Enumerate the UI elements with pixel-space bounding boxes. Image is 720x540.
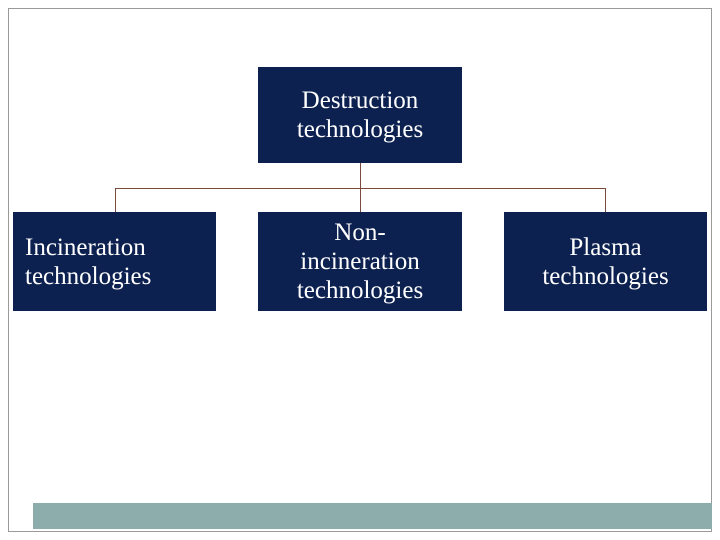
diagram-node-label: Incineration technologies (25, 233, 210, 291)
diagram-node-label: Destruction technologies (264, 86, 456, 144)
node-label-line-2: technologies (542, 262, 669, 290)
connector-drop-right (605, 188, 606, 212)
diagram-node-incineration-technologies[interactable]: Incineration technologies (13, 212, 216, 311)
diagram-node-non-incineration-technologies[interactable]: Non- incineration technologies (258, 212, 462, 311)
node-label-line-2: technologies (25, 262, 152, 290)
diagram-node-plasma-technologies[interactable]: Plasma technologies (504, 212, 707, 311)
node-label-line-3: technologies (296, 277, 424, 304)
node-label-line-2: incineration (300, 248, 420, 275)
diagram-node-label: Non- incineration technologies (264, 218, 456, 305)
node-label-line-1: Incineration (25, 233, 146, 261)
node-label-line-1: Plasma (569, 233, 642, 261)
node-label-line-1: Non- (334, 219, 386, 246)
connector-drop-left (115, 188, 116, 212)
diagram-node-destruction-technologies[interactable]: Destruction technologies (258, 67, 462, 163)
node-label-line-1: Destruction (301, 87, 419, 114)
connector-drop-middle (360, 188, 361, 212)
slide-border-frame (8, 8, 712, 532)
diagram-node-label: Plasma technologies (510, 233, 701, 291)
node-label-line-2: technologies (296, 116, 424, 143)
connector-root-stem (360, 163, 361, 189)
slide-footer-band (33, 503, 712, 529)
